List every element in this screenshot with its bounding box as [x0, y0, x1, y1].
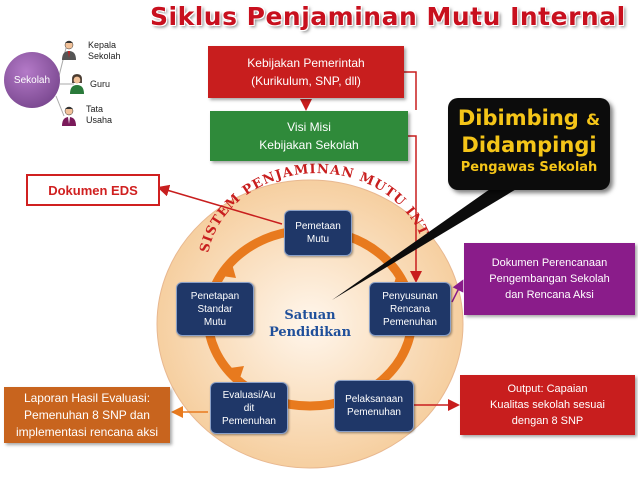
tata-usaha-person-icon [62, 106, 76, 126]
laporan-line1: Laporan Hasil Evaluasi: [23, 390, 151, 405]
satuan-line2: Pendidikan [268, 325, 352, 340]
dibimbing-line1: Dibimbing [457, 106, 579, 130]
output-line1: Output: Capaian [507, 383, 588, 395]
visi-misi-box: Visi Misi Kebijakan Sekolah [210, 111, 408, 161]
penyusunan-rencana-pemenuhan-step: Penyusunan Rencana Pemenuhan [369, 282, 451, 336]
dokumen-perencanaan-box: Dokumen Perencanaan Pengembangan Sekolah… [464, 243, 635, 315]
penetapan-line3: Mutu [203, 316, 227, 328]
dibimbing-pointer [332, 182, 528, 300]
pelaksanaan-line1: Pelaksanaan [345, 394, 403, 405]
policy-to-penyusunan-line [404, 71, 417, 110]
vision-to-penyusunan-arrow [408, 135, 422, 283]
penyusunan-to-perencanaan-arrow [451, 279, 464, 303]
sekolah-node: Sekolah [4, 52, 60, 108]
cycle-arrowhead [394, 270, 408, 284]
evaluasi-line2: dit [243, 402, 255, 414]
satuan-line1: Satuan [284, 308, 336, 323]
penyusunan-line2: Rencana [389, 303, 431, 315]
output-line3: dengan 8 SNP [511, 415, 584, 427]
visi-misi-line2: Kebijakan Sekolah [259, 138, 359, 152]
evaluasi-line3: Pemenuhan [222, 415, 276, 427]
cycle-arrowhead [222, 264, 236, 278]
dokumen-eds-label: Dokumen EDS [48, 182, 138, 198]
pemetaan-to-eds-arrow [157, 184, 283, 225]
laporan-line2: Pemenuhan 8 SNP dan [24, 407, 150, 422]
dokumen-eds-box: Dokumen EDS [26, 174, 160, 206]
perencanaan-line3: dan Rencana Aksi [505, 289, 594, 301]
penyusunan-line1: Penyusunan [382, 290, 438, 302]
kebijakan-pemerintah-line1: Kebijakan Pemerintah [247, 56, 365, 70]
laporan-line3: implementasi rencana aksi [15, 424, 159, 439]
page-title: Siklus Penjaminan Mutu Internal [150, 2, 626, 31]
pelaksanaan-pemenuhan-step: Pelaksanaan Pemenuhan [334, 380, 414, 432]
perencanaan-line2: Pengembangan Sekolah [489, 273, 610, 285]
dibimbing-line3: Pengawas Sekolah [460, 160, 598, 175]
kepala-sekolah-label: Kepala Sekolah [88, 40, 121, 61]
guru-label: Guru [90, 79, 111, 89]
laporan-hasil-evaluasi-box: Laporan Hasil Evaluasi: Pemenuhan 8 SNP … [4, 387, 170, 443]
evaluasi-line1: Evaluasi/Au [222, 389, 276, 401]
visi-misi-line1: Visi Misi [287, 120, 331, 134]
guru-person-icon [70, 74, 84, 94]
pelaksanaan-line2: Pemenuhan [347, 407, 401, 418]
dibimbing-ampersand: & [586, 110, 601, 129]
pemetaan-mutu-step: Pemetaan Mutu [284, 210, 352, 256]
output-capaian-box: Output: Capaian Kualitas sekolah sesuai … [460, 375, 635, 435]
kebijakan-pemerintah-box: Kebijakan Pemerintah (Kurikulum, SNP, dl… [208, 46, 404, 98]
penyusunan-line3: Pemenuhan [383, 316, 437, 328]
dibimbing-line2: Didampingi [461, 133, 597, 157]
penetapan-line2: Standar [197, 303, 233, 315]
pemetaan-line1: Pemetaan [295, 221, 341, 232]
penetapan-line1: Penetapan [190, 290, 240, 302]
kebijakan-pemerintah-line2: (Kurikulum, SNP, dll) [251, 74, 361, 88]
penetapan-standar-mutu-step: Penetapan Standar Mutu [176, 282, 254, 336]
dibimbing-callout: Dibimbing & Didampingi Pengawas Sekolah [448, 98, 610, 190]
sekolah-label: Sekolah [13, 74, 51, 86]
pemetaan-line2: Mutu [306, 234, 330, 245]
kepala-sekolah-person-icon [62, 40, 76, 60]
cycle-arrowhead [230, 366, 244, 378]
satuan-pendidikan-label: Satuan Pendidikan [262, 307, 358, 341]
perencanaan-line1: Dokumen Perencanaan [491, 257, 608, 269]
tata-usaha-label: Tata Usaha [86, 104, 113, 125]
evaluasi-audit-pemenuhan-step: Evaluasi/Au dit Pemenuhan [210, 382, 288, 434]
output-line2: Kualitas sekolah sesuai [490, 399, 605, 411]
